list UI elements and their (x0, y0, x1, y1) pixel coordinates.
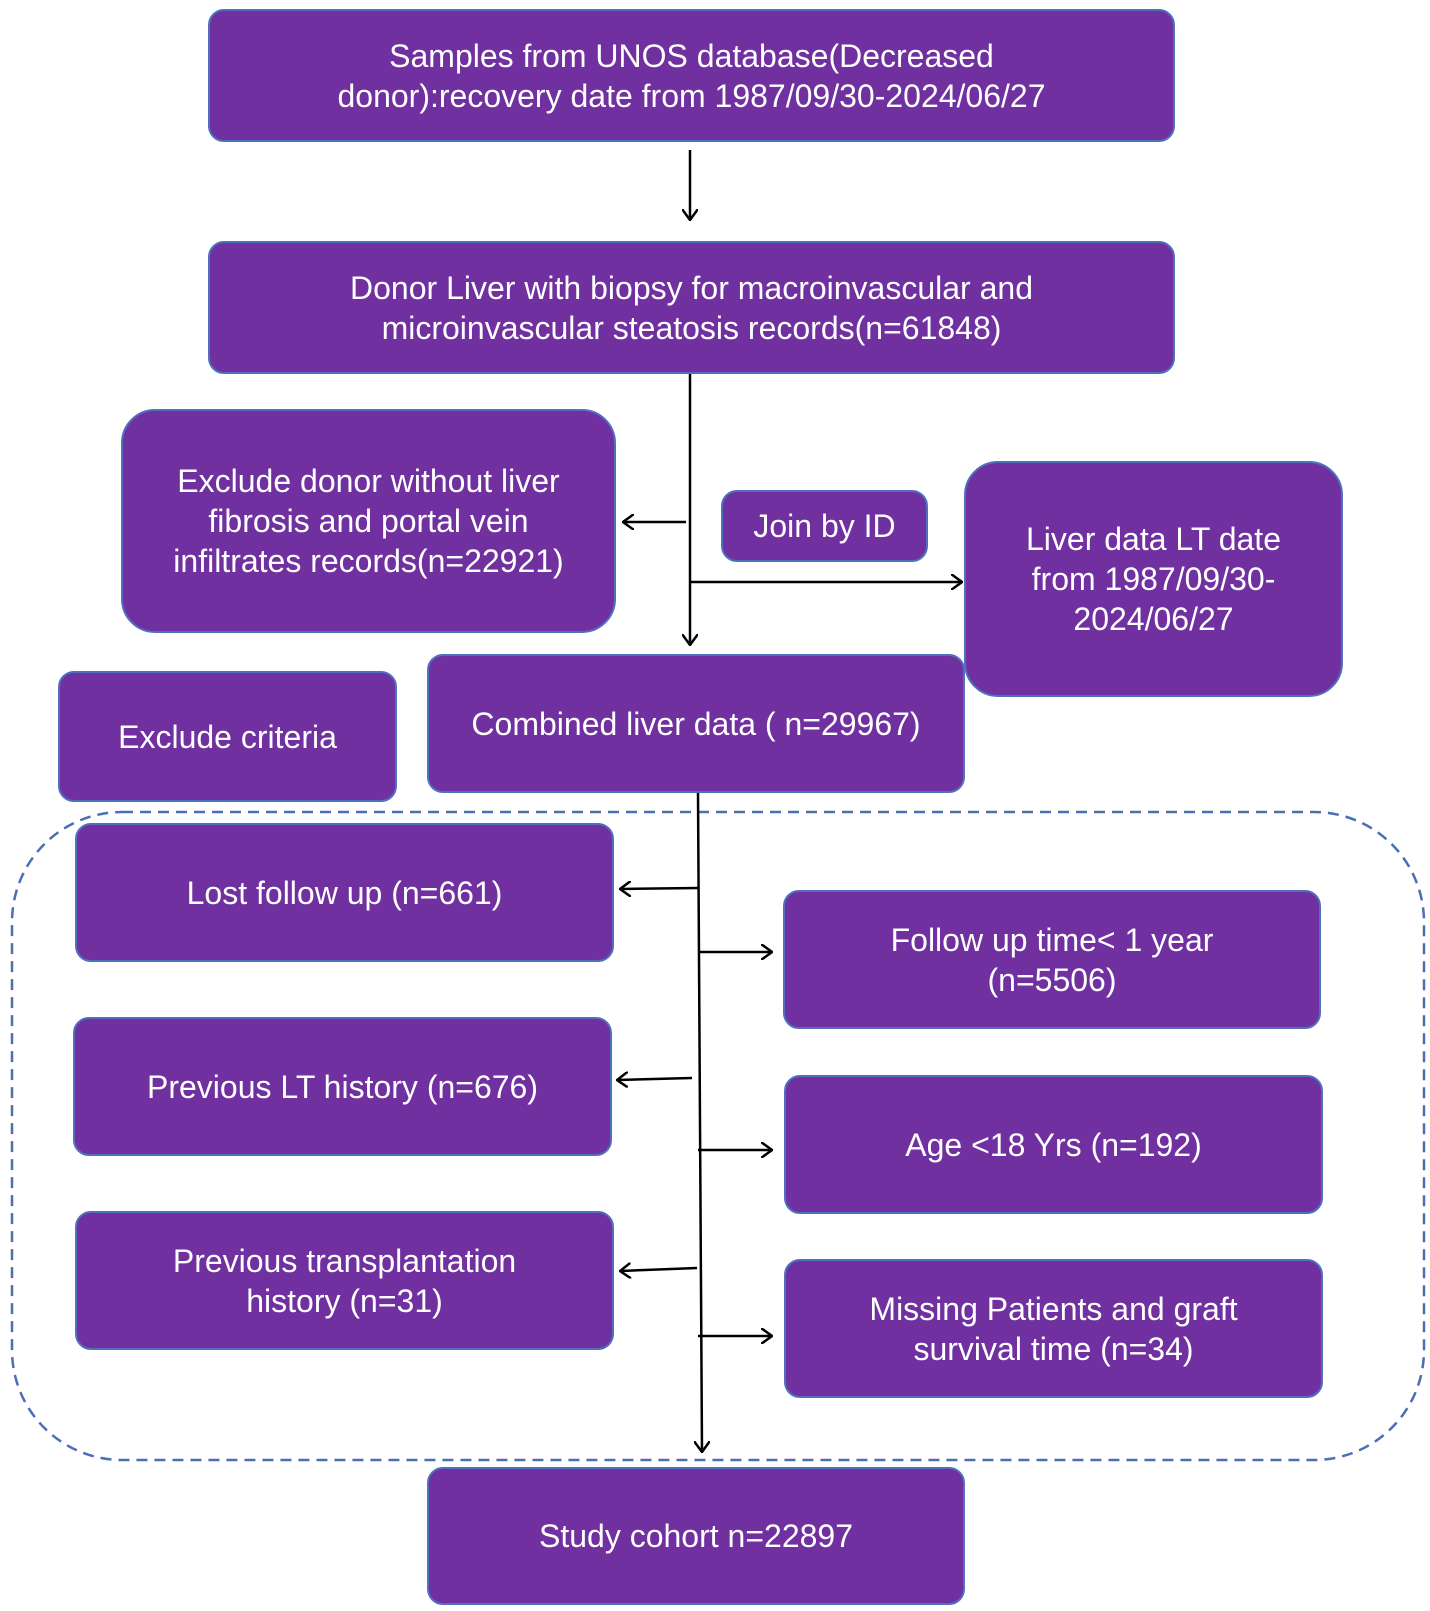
lost-follow-up-box: Lost follow up (n=661) (75, 823, 614, 962)
previous-transplant-box: Previous transplantation history (n=31) (75, 1211, 614, 1350)
exclusion-region (10, 810, 1426, 1462)
combined-box: Combined liver data ( n=29967) (427, 654, 965, 793)
cohort-box: Study cohort n=22897 (427, 1467, 965, 1605)
arrow-to-previous-lt (617, 1078, 693, 1080)
missing-box: Missing Patients and graft survival time… (784, 1259, 1323, 1398)
follow-up-time-box: Follow up time< 1 year (n=5506) (783, 890, 1321, 1029)
age-box: Age <18 Yrs (n=192) (784, 1075, 1323, 1214)
previous-lt-box: Previous LT history (n=676) (73, 1017, 612, 1156)
join-label: Join by ID (721, 490, 928, 562)
biopsy-box: Donor Liver with biopsy for macroinvascu… (208, 241, 1175, 374)
arrow-to-lost-follow-up (620, 888, 699, 889)
liver-data-box: Liver data LT date from 1987/09/30- 2024… (964, 461, 1343, 697)
exclude-fibrosis-box: Exclude donor without liver fibrosis and… (121, 409, 616, 633)
arrow-combined-to-cohort (698, 792, 702, 1452)
exclude-criteria-box: Exclude criteria (58, 671, 397, 802)
source-box: Samples from UNOS database(Decreased don… (208, 9, 1175, 142)
arrow-to-previous-transplant (620, 1268, 698, 1271)
